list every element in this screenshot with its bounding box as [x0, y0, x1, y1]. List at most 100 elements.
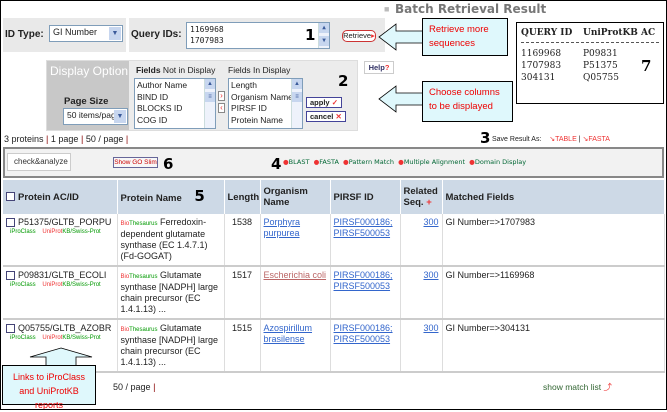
analysis-links: ●BLAST ●FASTA ●Pattern Match ●Multiple A…: [283, 158, 527, 166]
row-checkbox[interactable]: [6, 324, 15, 334]
callout-arrow-icon: [29, 347, 93, 367]
query-id: 1707983: [190, 36, 224, 45]
related-seq-link[interactable]: 300: [423, 323, 439, 333]
list-option[interactable]: PIRSF ID: [231, 103, 267, 113]
list-option[interactable]: BLOCKS ID: [137, 103, 183, 113]
header-pirsf[interactable]: PIRSF ID: [330, 180, 401, 214]
fields-in-display-list[interactable]: Length Organism Name PIRSF ID Protein Na…: [228, 78, 303, 129]
header-length[interactable]: Length: [224, 180, 261, 214]
pirsf-link[interactable]: PIRSF500053: [333, 334, 391, 344]
annotation-5: 5: [194, 186, 205, 205]
cell-length: 1515: [224, 319, 261, 373]
annotation-7: 7: [641, 57, 652, 75]
header-protein-id[interactable]: Protein AC/ID: [3, 180, 118, 214]
apply-button[interactable]: apply ✓: [306, 97, 342, 108]
move-left-button[interactable]: ‹: [218, 103, 225, 113]
results-table: Protein AC/ID Protein Name 5 Length Orga…: [3, 180, 665, 373]
pirsf-link[interactable]: PIRSF000186;: [333, 270, 393, 280]
cell-matched: GI Number=>304131: [442, 319, 665, 373]
cell-organism: Escherichia coli: [260, 266, 331, 320]
match-col-query: QUERY ID: [521, 28, 573, 38]
show-go-slim-button[interactable]: Show GO Slim: [113, 157, 158, 168]
organism-link[interactable]: Escherichia coli: [263, 270, 327, 280]
check-icon: ✓: [331, 98, 338, 107]
scrollbar[interactable]: ▲≡: [291, 79, 302, 128]
biothesaurus-link[interactable]: BioThesaurus: [120, 274, 158, 280]
save-fasta-link[interactable]: ↘FASTA: [582, 136, 610, 143]
cell-length: 1538: [224, 214, 261, 267]
uniprot-link[interactable]: UniProtKB/Swiss-Prot: [42, 335, 101, 341]
fasta-link[interactable]: FASTA: [319, 158, 339, 166]
row-checkbox[interactable]: [6, 271, 15, 281]
select-all-checkbox[interactable]: [6, 192, 15, 202]
id-type-label: ID Type:: [5, 29, 44, 40]
list-option[interactable]: COG ID: [137, 114, 168, 125]
list-option[interactable]: Author Name: [137, 80, 188, 90]
header-related[interactable]: Related Seq. +: [400, 180, 443, 214]
query-ids-label: Query IDs:: [131, 29, 182, 40]
uniprot-link[interactable]: UniProtKB/Swiss-Prot: [42, 282, 101, 288]
id-type-select[interactable]: GI Number▼: [49, 25, 123, 42]
scrollbar[interactable]: ▲≡: [204, 79, 215, 128]
footer-summary: 50 / page |: [113, 382, 156, 392]
biothesaurus-link[interactable]: BioThesaurus: [120, 221, 158, 227]
list-option[interactable]: Organism Name: [231, 91, 293, 102]
iproclass-link[interactable]: iProClass: [10, 335, 36, 341]
cancel-button[interactable]: cancel ✕: [306, 111, 346, 122]
display-option-title: Display Option: [50, 64, 129, 78]
cell-related: 300: [400, 214, 443, 267]
scrollbar[interactable]: ▲▼: [318, 23, 329, 48]
annotation-4: 4: [271, 155, 282, 173]
list-option[interactable]: Length: [231, 80, 257, 90]
pirsf-link[interactable]: PIRSF500053: [333, 281, 391, 291]
fields-not-in-display-list[interactable]: Author Name BIND ID BLOCKS ID COG ID ▲≡: [134, 78, 216, 129]
query-ids-input[interactable]: 1169968 1707983 ▲▼: [186, 22, 330, 49]
show-match-list-link[interactable]: show match list ⤴: [543, 382, 612, 392]
cell-protein-name: BioThesaurus Ferredoxin-dependent glutam…: [117, 214, 225, 267]
organism-link[interactable]: Azospirillum brasilense: [263, 323, 313, 344]
pattern-match-link[interactable]: Pattern Match: [348, 158, 395, 166]
retrieve-button[interactable]: Retrieve▸: [342, 30, 376, 42]
save-table-link[interactable]: ↘TABLE: [549, 136, 577, 143]
move-right-button[interactable]: ›: [218, 91, 225, 101]
annotation-3: 3: [480, 129, 491, 147]
pirsf-link[interactable]: PIRSF000186;: [333, 323, 393, 333]
blast-link[interactable]: BLAST: [288, 158, 310, 166]
related-seq-link[interactable]: 300: [423, 217, 439, 227]
fields-not-label: Fields Not in Display: [136, 65, 216, 75]
close-icon: ✕: [335, 112, 342, 121]
iproclass-link[interactable]: iProClass: [10, 229, 36, 235]
chevron-down-icon: ▼: [114, 110, 126, 123]
cell-pirsf: PIRSF000186;PIRSF500053: [330, 266, 401, 320]
chevron-down-icon: ▼: [109, 27, 121, 40]
cell-organism: Azospirillum brasilense: [260, 319, 331, 373]
related-seq-link[interactable]: 300: [423, 270, 439, 280]
cell-matched: GI Number=>1169968: [442, 266, 665, 320]
header-protein-name[interactable]: Protein Name 5: [117, 180, 225, 214]
organism-link[interactable]: Porphyra purpurea: [263, 217, 301, 238]
list-option[interactable]: BIND ID: [137, 91, 169, 102]
pirsf-link[interactable]: PIRSF500053: [333, 228, 391, 238]
help-button[interactable]: Help?: [364, 61, 394, 74]
uniprot-link[interactable]: UniProtKB/Swiss-Prot: [42, 229, 101, 235]
list-option[interactable]: Protein Name: [231, 114, 283, 125]
multiple-alignment-link[interactable]: Multiple Alignment: [403, 158, 466, 166]
iproclass-link[interactable]: iProClass: [10, 282, 36, 288]
header-matched[interactable]: Matched Fields: [442, 180, 665, 214]
domain-display-link[interactable]: Domain Display: [474, 158, 527, 166]
match-col-uniprot: UniProtKB AC: [583, 28, 656, 38]
page-size-select[interactable]: 50 items/page▼: [63, 108, 128, 125]
arrow-up-icon: ⤴: [603, 382, 612, 392]
cell-protein-name: BioThesaurus Glutamate synthase [NADPH] …: [117, 319, 225, 373]
header-organism[interactable]: Organism Name: [260, 180, 331, 214]
pirsf-link[interactable]: PIRSF000186;: [333, 217, 393, 227]
callout-arrow-icon: [378, 23, 424, 51]
biothesaurus-link[interactable]: BioThesaurus: [120, 327, 158, 333]
row-checkbox[interactable]: [6, 218, 15, 228]
save-result: Save Result As: ↘TABLE | ↘FASTA: [492, 136, 610, 143]
